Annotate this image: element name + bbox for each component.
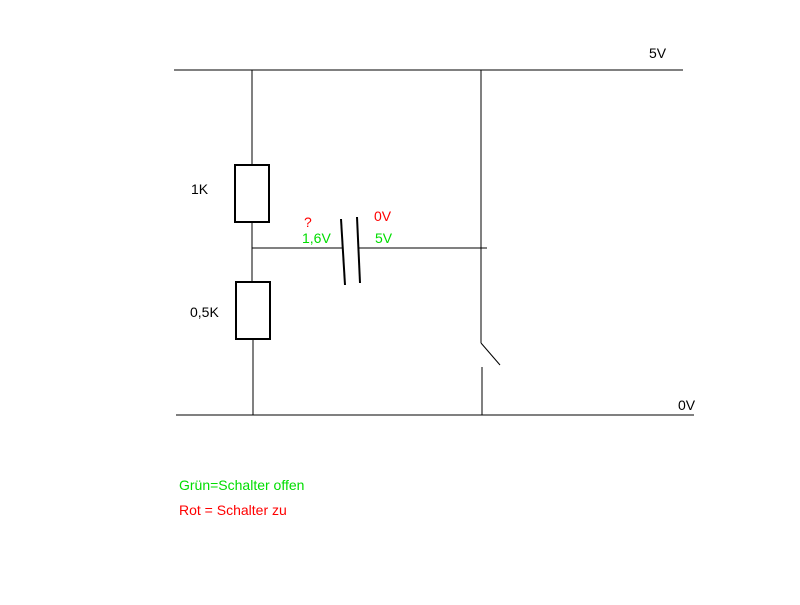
capacitor-plate-right <box>356 216 361 284</box>
left-node-open-value: 1,6V <box>302 230 331 246</box>
right-node-open-value: 5V <box>375 230 393 246</box>
switch-blade <box>480 342 501 366</box>
right-node-closed-value: 0V <box>374 208 392 224</box>
resistor-0-5k <box>235 281 271 340</box>
ground-voltage-label: 0V <box>678 397 696 413</box>
legend-open-text: Grün=Schalter offen <box>179 477 305 493</box>
resistor-0-5k-label: 0,5K <box>190 304 219 320</box>
resistor-1k-label: 1K <box>191 181 209 197</box>
resistor-1k <box>234 164 270 223</box>
left-node-closed-value: ? <box>304 214 312 230</box>
legend-closed-text: Rot = Schalter zu <box>179 502 287 518</box>
supply-voltage-label: 5V <box>649 45 667 61</box>
capacitor-plate-left <box>340 218 346 286</box>
